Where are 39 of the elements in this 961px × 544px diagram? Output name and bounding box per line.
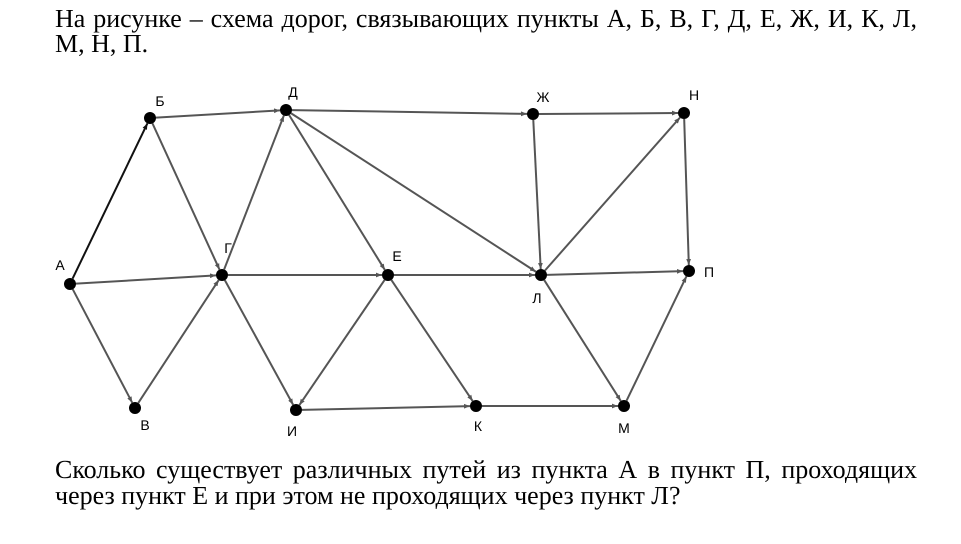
arrow [302, 404, 470, 411]
arrow [288, 114, 386, 270]
arrow [539, 110, 678, 116]
arrow [224, 280, 294, 406]
arrow [394, 272, 535, 278]
arrow [156, 108, 280, 119]
arrow [543, 280, 622, 402]
point-label: Д [288, 84, 298, 100]
point-label: К [474, 418, 482, 434]
arrow [290, 112, 536, 273]
point-label: Б [155, 93, 165, 109]
point-label: В [140, 417, 150, 433]
question-text: Сколько существует различных путей из пункта А в пункт П, проходящих через пункт Е и при этом не проходящих через пункт Л? [55, 457, 917, 509]
arrow [228, 272, 382, 278]
point-label: Л [532, 290, 542, 306]
point-label: Е [392, 248, 402, 264]
arrow [626, 276, 688, 402]
arrow [137, 279, 220, 404]
arrow [72, 122, 148, 280]
arrow [544, 116, 681, 272]
arrow [223, 115, 285, 270]
arrow [532, 120, 543, 270]
arrow [546, 268, 684, 276]
arrow [72, 288, 134, 404]
arrow [76, 273, 216, 285]
arrow [390, 279, 474, 402]
arrow [292, 109, 528, 116]
point-label: Н [688, 87, 700, 103]
arrow [152, 123, 220, 270]
point-label: Ж [536, 89, 550, 105]
arrow [298, 279, 386, 406]
arrow [482, 404, 618, 408]
point-label: И [286, 423, 298, 439]
point-label: М [618, 420, 630, 436]
point-label: Г [224, 240, 232, 256]
point-label: П [704, 264, 714, 280]
point-label: А [55, 257, 65, 273]
arrow [683, 118, 692, 266]
task-text: На рисунке – схема дорог, связывающих пункты А, Б, В, Г, Д, Е, Ж, И, К, Л, М, Н, П. [55, 6, 917, 56]
